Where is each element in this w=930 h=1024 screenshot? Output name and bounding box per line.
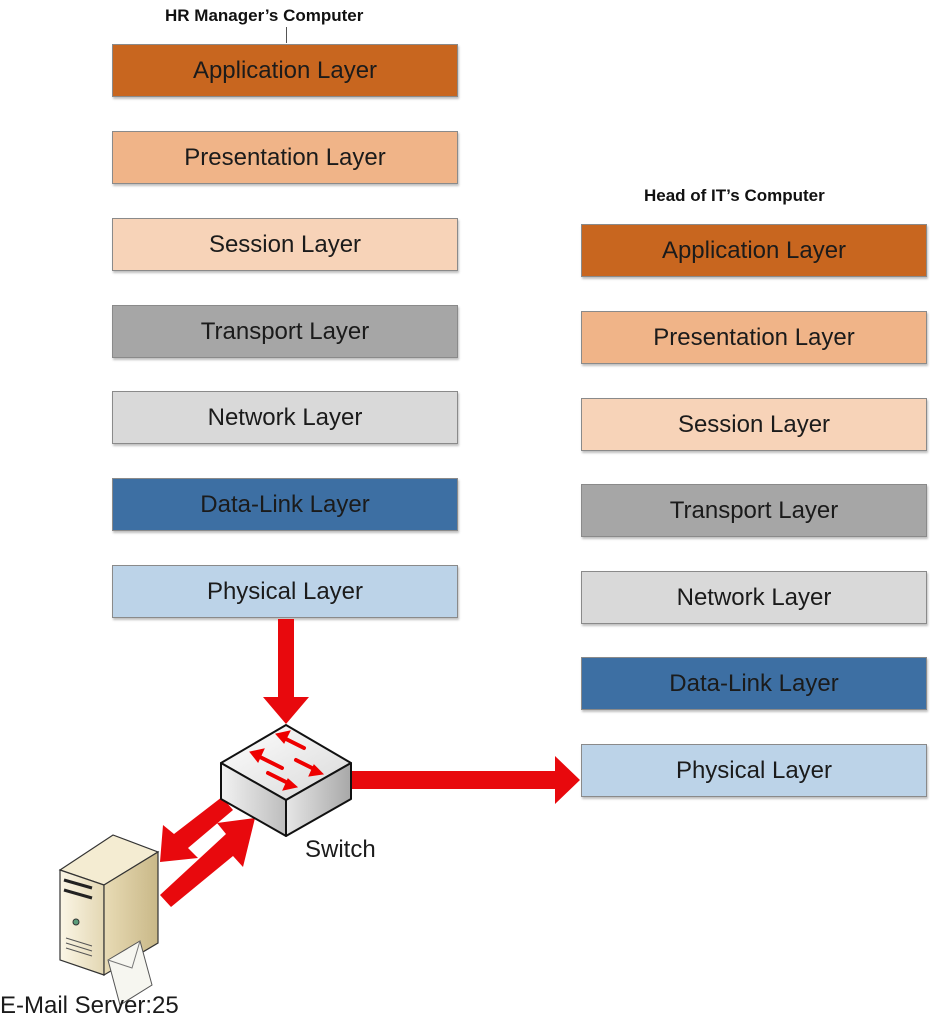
email-server-label: E-Mail Server:25 xyxy=(0,992,179,1019)
arrow-switch-to-it xyxy=(350,756,580,804)
layer-label: Session Layer xyxy=(208,230,362,258)
envelope-icon xyxy=(107,940,153,1006)
layer-label: Physical Layer xyxy=(206,577,364,605)
switch-label: Switch xyxy=(305,836,376,863)
it-computer-title: Head of IT’s Computer xyxy=(644,186,825,205)
it-network-layer[interactable]: Network Layer xyxy=(581,571,927,624)
layer-label: Physical Layer xyxy=(675,756,833,784)
layer-label: Network Layer xyxy=(676,583,832,611)
hr-application-layer[interactable]: Application Layer xyxy=(112,44,458,97)
arrow-down-to-switch xyxy=(263,619,309,724)
title-connector xyxy=(286,27,287,43)
hr-network-layer[interactable]: Network Layer xyxy=(112,391,458,444)
layer-label: Data-Link Layer xyxy=(669,669,839,697)
arrow-server-to-switch xyxy=(160,818,255,907)
it-transport-layer[interactable]: Transport Layer xyxy=(581,484,927,537)
hr-computer-title: HR Manager’s Computer xyxy=(165,6,364,25)
it-data-link-layer[interactable]: Data-Link Layer xyxy=(581,657,927,710)
layer-label: Application Layer xyxy=(661,236,847,264)
it-physical-layer[interactable]: Physical Layer xyxy=(581,744,927,797)
layer-label: Data-Link Layer xyxy=(200,490,370,518)
layer-label: Presentation Layer xyxy=(184,143,386,171)
layer-label: Application Layer xyxy=(192,56,378,84)
layer-label: Network Layer xyxy=(207,403,363,431)
hr-transport-layer[interactable]: Transport Layer xyxy=(112,305,458,358)
hr-presentation-layer[interactable]: Presentation Layer xyxy=(112,131,458,184)
layer-label: Presentation Layer xyxy=(653,323,855,351)
arrow-switch-to-server xyxy=(160,797,233,862)
hr-data-link-layer[interactable]: Data-Link Layer xyxy=(112,478,458,531)
hr-physical-layer[interactable]: Physical Layer xyxy=(112,565,458,618)
it-application-layer[interactable]: Application Layer xyxy=(581,224,927,277)
hr-session-layer[interactable]: Session Layer xyxy=(112,218,458,271)
layer-label: Transport Layer xyxy=(669,496,839,524)
it-session-layer[interactable]: Session Layer xyxy=(581,398,927,451)
it-presentation-layer[interactable]: Presentation Layer xyxy=(581,311,927,364)
email-server-icon[interactable] xyxy=(58,834,160,1006)
layer-label: Session Layer xyxy=(677,410,831,438)
switch-icon[interactable] xyxy=(220,724,352,837)
layer-label: Transport Layer xyxy=(200,317,370,345)
